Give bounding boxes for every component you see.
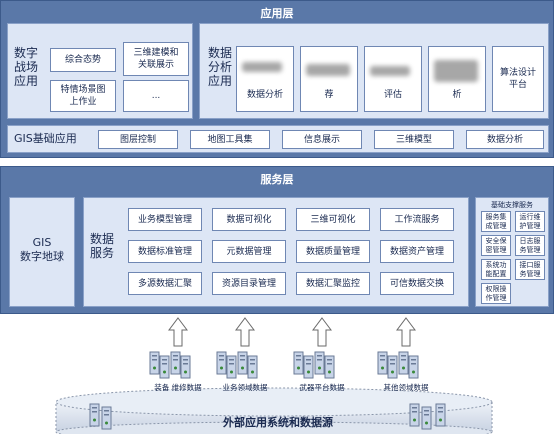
server-icon (159, 355, 170, 379)
support-item[interactable]: 安全保 密管理 (481, 235, 511, 256)
data-service-label: 数据 服务 (90, 232, 115, 260)
server-icon (237, 351, 248, 375)
data-service-item[interactable]: 工作流服务 (380, 208, 454, 231)
app-layer-title: 应用层 (260, 7, 294, 20)
app-layer: 应用层 数字 战场 应用 综合态势 三维建模和 关联展示 特情场景图 上作业 .… (0, 0, 554, 158)
up-arrow (396, 317, 416, 347)
analysis-label: 数据 分析 应用 (208, 46, 233, 88)
server-icon (226, 355, 237, 379)
arrows (168, 317, 416, 347)
service-layer: 服务层 GIS 数字地球 数据 服务 业务模型管理数据可视化三维可视化工作流服务… (0, 166, 554, 314)
data-service-item[interactable]: 可信数据交换 (380, 272, 454, 295)
data-service-item[interactable]: 数据资产管理 (380, 240, 454, 263)
analysis-item[interactable]: 评估 (364, 46, 422, 112)
support-panel: 基础支撑服务 服务集 成管理运行维 护管理安全保 密管理日志服 务管理系统功 能… (475, 197, 549, 307)
data-service-item[interactable]: 业务模型管理 (128, 208, 202, 231)
battlefield-panel: 数字 战场 应用 综合态势 三维建模和 关联展示 特情场景图 上作业 ... (7, 23, 193, 119)
data-service-item[interactable]: 数据标准管理 (128, 240, 202, 263)
server-icon (377, 351, 388, 375)
source-label: 装备 维修数据 (154, 382, 202, 392)
server-icon (387, 355, 398, 379)
analysis-item-label: 析 (452, 90, 462, 100)
analysis-item-label: 荐 (324, 90, 334, 100)
battlefield-label: 数字 战场 应用 (14, 46, 39, 88)
gis-earth-panel: GIS 数字地球 (9, 197, 75, 307)
analysis-item[interactable]: 荐 (300, 46, 358, 112)
gis-base-label: GIS基础应用 (14, 132, 77, 145)
support-item[interactable]: 服务集 成管理 (481, 211, 511, 232)
battlefield-item[interactable]: 综合态势 (50, 48, 116, 72)
server-icon (216, 351, 227, 375)
data-service-item[interactable]: 数据可视化 (212, 208, 286, 231)
up-arrow (168, 317, 188, 347)
support-title: 基础支撑服务 (491, 201, 533, 209)
gis-base-item[interactable]: 数据分析 (466, 130, 544, 149)
gis-earth-label: GIS 数字地球 (20, 236, 64, 263)
server-icon (247, 355, 258, 379)
analysis-item[interactable]: 算法设计 平台 (492, 46, 544, 112)
gis-base-item[interactable]: 信息展示 (282, 130, 362, 149)
blurred-text (370, 66, 410, 76)
data-service-panel: 数据 服务 业务模型管理数据可视化三维可视化工作流服务数据标准管理元数据管理数据… (83, 197, 469, 307)
server-icon (149, 351, 160, 375)
server-icon (421, 406, 432, 430)
server-icon (101, 406, 112, 430)
source-label: 武器平台数据 (300, 382, 345, 392)
server-icon (314, 351, 325, 375)
gis-base-panel: GIS基础应用 图层控制 地图工具集 信息展示 三维模型 数据分析 (7, 125, 549, 153)
data-service-item[interactable]: 数据质量管理 (296, 240, 370, 263)
data-service-item[interactable]: 数据汇聚监控 (296, 272, 370, 295)
analysis-item-label: 评估 (383, 90, 402, 100)
server-icon (398, 351, 409, 375)
data-service-item[interactable]: 资源目录管理 (212, 272, 286, 295)
source-title: 外部应用系统和数据源 (222, 415, 333, 429)
analysis-item[interactable]: 数据分析 (236, 46, 294, 112)
source-label: 业务领域数据 (223, 382, 268, 392)
server-icon (89, 403, 100, 427)
support-item[interactable]: 系统功 能配置 (481, 259, 511, 280)
server-icon (303, 355, 314, 379)
battlefield-item[interactable]: ... (123, 80, 189, 112)
server-icon (293, 351, 304, 375)
support-item[interactable]: 运行维 护管理 (515, 211, 545, 232)
service-layer-title: 服务层 (260, 173, 294, 186)
server-icon (324, 355, 335, 379)
data-service-item[interactable]: 多源数据汇聚 (128, 272, 202, 295)
support-item[interactable]: 接口服 务管理 (515, 259, 545, 280)
server-icon (409, 403, 420, 427)
gis-base-item[interactable]: 图层控制 (98, 130, 178, 149)
battlefield-item[interactable]: 三维建模和 关联展示 (123, 42, 189, 76)
server-icon (180, 355, 191, 379)
server-icon (170, 351, 181, 375)
source-label: 其他领域数据 (384, 382, 429, 392)
source-layer: 外部应用系统和数据源 装备 维修数据 业务领域数据 武器平台数据 其他领域数据 (55, 317, 493, 434)
data-service-item[interactable]: 元数据管理 (212, 240, 286, 263)
up-arrow (235, 317, 255, 347)
analysis-panel: 数据 分析 应用 数据分析 荐 评估 析 算法设计 平台 (199, 23, 549, 119)
battlefield-item[interactable]: 特情场景图 上作业 (50, 80, 116, 112)
gis-base-item[interactable]: 地图工具集 (190, 130, 270, 149)
data-service-item[interactable]: 三维可视化 (296, 208, 370, 231)
platform-bottom (55, 421, 493, 434)
server-group (89, 351, 446, 430)
support-item[interactable]: 日志服 务管理 (515, 235, 545, 256)
platform-top (55, 387, 493, 417)
support-item[interactable]: 权限操 作管理 (481, 283, 511, 304)
server-icon (435, 403, 446, 427)
gis-base-item[interactable]: 三维模型 (374, 130, 454, 149)
blurred-text (434, 60, 478, 82)
blurred-text (306, 64, 350, 76)
server-icon (408, 355, 419, 379)
up-arrow (312, 317, 332, 347)
blurred-text (242, 62, 282, 72)
analysis-item-label: 数据分析 (246, 90, 283, 100)
